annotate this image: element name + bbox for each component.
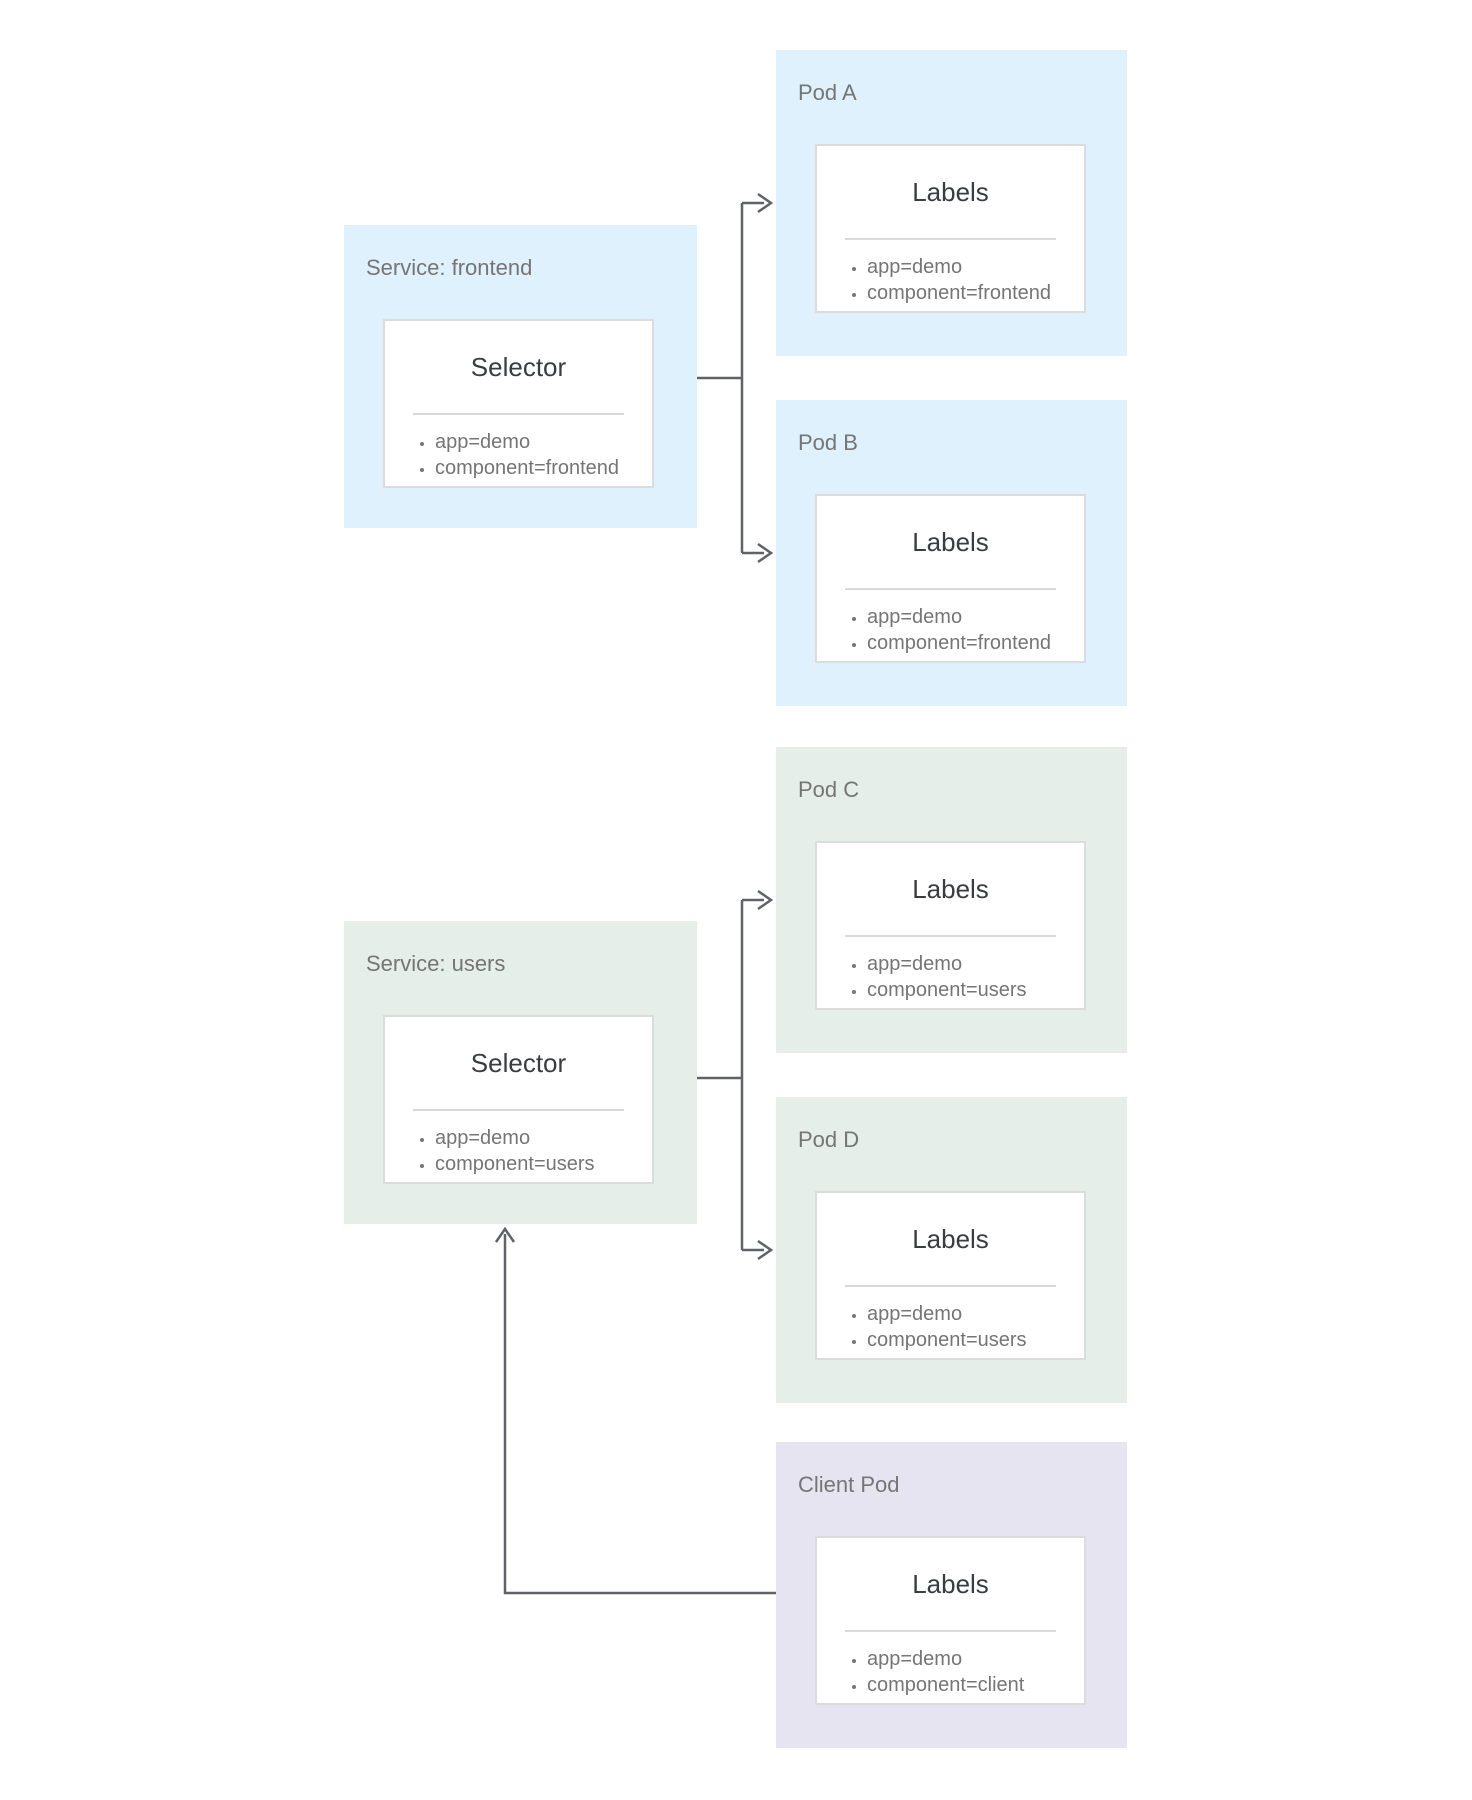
card-divider [845, 1285, 1056, 1287]
card-heading: Selector [470, 1047, 567, 1078]
node-pod-a: Pod A Labels app=demo component=frontend [776, 50, 1127, 356]
node-title: Pod C [798, 777, 860, 802]
label-list: app=demo component=client [817, 1646, 1084, 1698]
label-list: app=demo component=frontend [817, 254, 1084, 306]
card-divider [845, 1630, 1056, 1632]
node-title: Client Pod [798, 1472, 900, 1497]
arrowhead [757, 1239, 774, 1261]
card-divider [845, 935, 1056, 937]
card-heading: Labels [912, 176, 989, 207]
label-item: component=frontend [867, 630, 1084, 656]
card-divider [845, 588, 1056, 590]
label-item: app=demo [867, 1301, 1084, 1327]
label-list: app=demo component=users [817, 951, 1084, 1003]
labels-card: Labels app=demo component=users [815, 841, 1086, 1010]
node-service-frontend: Service: frontend Selector app=demo comp… [344, 225, 697, 528]
node-title: Service: frontend [366, 255, 533, 280]
connector-frontend-to-pods [697, 192, 774, 564]
node-pod-d: Pod D Labels app=demo component=users [776, 1097, 1127, 1403]
card-heading: Labels [912, 1568, 989, 1599]
node-title: Pod B [798, 430, 858, 455]
label-item: app=demo [867, 951, 1084, 977]
label-item: component=users [435, 1151, 652, 1177]
card-heading: Labels [912, 526, 989, 557]
label-item: app=demo [867, 604, 1084, 630]
card-divider [845, 238, 1056, 240]
node-pod-c: Pod C Labels app=demo component=users [776, 747, 1127, 1053]
labels-card: Labels app=demo component=frontend [815, 144, 1086, 313]
label-item: component=frontend [867, 280, 1084, 306]
card-divider [413, 413, 624, 415]
label-list: app=demo component=frontend [385, 429, 652, 481]
arrowhead [757, 192, 774, 214]
node-title: Service: users [366, 951, 506, 976]
node-service-users: Service: users Selector app=demo compone… [344, 921, 697, 1224]
selector-card: Selector app=demo component=users [383, 1015, 654, 1184]
selector-card: Selector app=demo component=frontend [383, 319, 654, 488]
card-heading: Labels [912, 873, 989, 904]
label-item: app=demo [435, 429, 652, 455]
label-item: component=client [867, 1672, 1084, 1698]
arrowhead [494, 1226, 516, 1243]
card-divider [413, 1109, 624, 1111]
node-title: Pod A [798, 80, 857, 105]
label-list: app=demo component=frontend [817, 604, 1084, 656]
arrowhead [757, 889, 774, 911]
card-heading: Selector [470, 351, 567, 382]
label-item: app=demo [435, 1125, 652, 1151]
connector-client-to-users-service [494, 1226, 776, 1595]
label-list: app=demo component=users [817, 1301, 1084, 1353]
label-item: app=demo [867, 1646, 1084, 1672]
node-pod-b: Pod B Labels app=demo component=frontend [776, 400, 1127, 706]
labels-card: Labels app=demo component=frontend [815, 494, 1086, 663]
label-item: component=users [867, 977, 1084, 1003]
labels-card: Labels app=demo component=client [815, 1536, 1086, 1705]
label-item: app=demo [867, 254, 1084, 280]
label-item: component=frontend [435, 455, 652, 481]
label-item: component=users [867, 1327, 1084, 1353]
node-title: Pod D [798, 1127, 860, 1152]
label-list: app=demo component=users [385, 1125, 652, 1177]
card-heading: Labels [912, 1223, 989, 1254]
labels-card: Labels app=demo component=users [815, 1191, 1086, 1360]
connector-users-to-pods [697, 889, 774, 1261]
node-client-pod: Client Pod Labels app=demo component=cli… [776, 1442, 1127, 1748]
arrowhead [757, 542, 774, 564]
